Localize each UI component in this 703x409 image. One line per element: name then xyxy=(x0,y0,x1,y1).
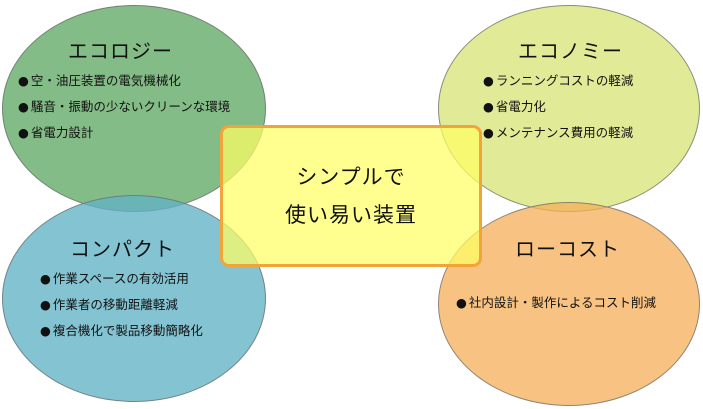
low-cost-title: ローコスト xyxy=(515,237,620,261)
compact-title: コンパクト xyxy=(70,237,175,261)
compact-item-2: 作業者の移動距離軽減 xyxy=(40,292,203,318)
center-line-1: シンプルで xyxy=(296,165,406,189)
economy-list: ランニングコストの軽減 省電力化 メンテナンス費用の軽減 xyxy=(483,68,634,146)
economy-item-2: 省電力化 xyxy=(483,94,633,120)
ecology-item-1: 空・油圧装置の電気機械化 xyxy=(18,68,230,94)
center-line-2: 使い易い装置 xyxy=(285,203,417,227)
ecology-title: エコロジー xyxy=(68,39,173,63)
compact-list: 作業スペースの有効活用 作業者の移動距離軽減 複合機化で製品移動簡略化 xyxy=(40,266,203,344)
compact-item-3: 複合機化で製品移動簡略化 xyxy=(40,318,203,344)
ecology-item-3: 省電力設計 xyxy=(18,120,230,146)
economy-item-1: ランニングコストの軽減 xyxy=(483,68,634,94)
low-cost-list: 社内設計・製作によるコスト削減 xyxy=(456,290,656,316)
ecology-item-2: 騒音・振動の少ないクリーンな環境 xyxy=(18,94,230,120)
economy-item-3: メンテナンス費用の軽減 xyxy=(483,120,633,146)
ecology-list: 空・油圧装置の電気機械化 騒音・振動の少ないクリーンな環境 省電力設計 xyxy=(18,68,230,146)
center-box: シンプルで 使い易い装置 xyxy=(220,125,482,267)
compact-item-1: 作業スペースの有効活用 xyxy=(40,266,203,292)
low-cost-item-1: 社内設計・製作によるコスト削減 xyxy=(456,290,656,316)
economy-title: エコノミー xyxy=(518,39,623,63)
